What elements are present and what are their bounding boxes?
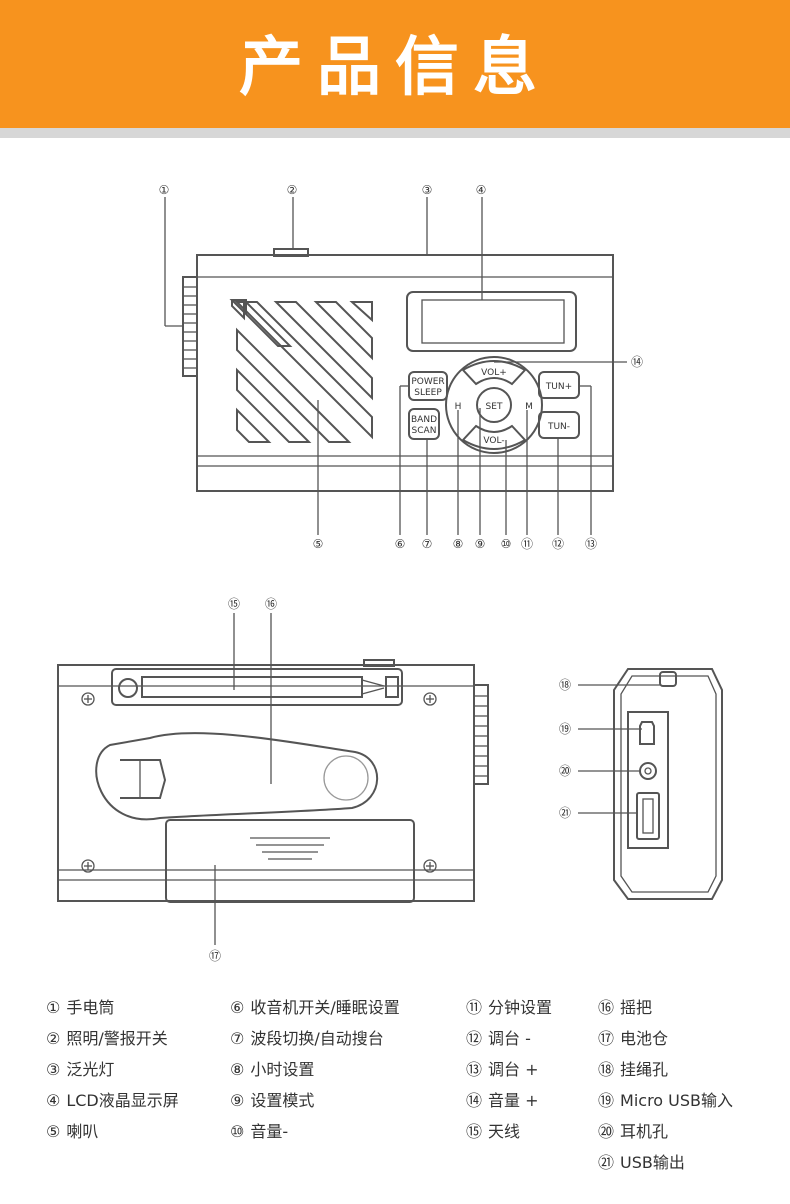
flashlight-part-back <box>473 684 489 785</box>
callout-10: ⑩ <box>501 537 512 551</box>
callout-5: ⑤ <box>313 537 324 551</box>
callout-8: ⑧ <box>453 537 464 551</box>
radio-body-side <box>613 668 723 900</box>
power-label: POWER <box>411 377 444 387</box>
vol-down-button <box>461 424 527 450</box>
callout-21: ㉑ <box>559 806 571 820</box>
band-scan-button <box>408 408 440 440</box>
set-button <box>476 387 512 423</box>
front-view: POWER SLEEP BAND SCAN VOL+ VOL- H M SET … <box>159 183 643 551</box>
callout-19: ⑲ <box>559 722 571 736</box>
battery-cover <box>165 819 415 903</box>
callout-16: ⑯ <box>265 597 277 611</box>
callout-2: ② <box>287 183 298 197</box>
callout-1: ① <box>159 183 170 197</box>
vol-up-button <box>461 360 527 386</box>
crank-handle <box>95 732 379 821</box>
lcd-screen <box>406 291 577 352</box>
vol-up-label: VOL+ <box>481 368 507 378</box>
page-title: 产品信息 <box>239 31 551 105</box>
scan-label: SCAN <box>412 426 437 436</box>
callout-9: ⑨ <box>475 537 486 551</box>
usb-port <box>636 792 660 840</box>
set-label: SET <box>486 402 503 412</box>
lcd-screen-inner <box>421 299 565 344</box>
callout-15: ⑮ <box>228 597 240 611</box>
callout-11: ⑪ <box>521 537 533 551</box>
callout-18: ⑱ <box>559 678 571 692</box>
port-panel <box>627 711 669 849</box>
screws <box>81 692 437 873</box>
antenna-bay <box>111 668 403 706</box>
callout-20: ⑳ <box>559 764 571 778</box>
back-view: ⑮ ⑯ ⑰ <box>57 597 489 963</box>
front-leader-lines <box>164 197 627 535</box>
vol-down-label: VOL- <box>483 436 504 446</box>
callout-3: ③ <box>422 183 433 197</box>
header-banner <box>0 0 790 128</box>
callout-4: ④ <box>476 183 487 197</box>
band-label: BAND <box>411 415 437 425</box>
m-label: M <box>525 402 533 412</box>
sleep-label: SLEEP <box>414 388 442 398</box>
micro-usb-port <box>639 721 655 745</box>
callout-13: ⑬ <box>585 537 597 551</box>
callout-6: ⑥ <box>395 537 406 551</box>
tun-down-button <box>538 411 580 439</box>
lanyard-hole <box>659 671 677 687</box>
speaker-slots <box>229 299 373 443</box>
callout-17: ⑰ <box>209 949 221 963</box>
header-divider <box>0 128 790 138</box>
light-switch-part <box>273 248 309 257</box>
callout-14: ⑭ <box>631 355 643 369</box>
side-view: ⑱ ⑲ ⑳ ㉑ <box>559 668 723 900</box>
h-label: H <box>455 402 462 412</box>
tun-up-label: TUN+ <box>545 382 572 392</box>
tun-up-button <box>538 371 580 399</box>
callout-7: ⑦ <box>422 537 433 551</box>
antenna <box>141 676 363 698</box>
callout-12: ⑫ <box>552 537 564 551</box>
tun-down-label: TUN- <box>547 422 570 432</box>
dpad-ring <box>445 356 543 454</box>
